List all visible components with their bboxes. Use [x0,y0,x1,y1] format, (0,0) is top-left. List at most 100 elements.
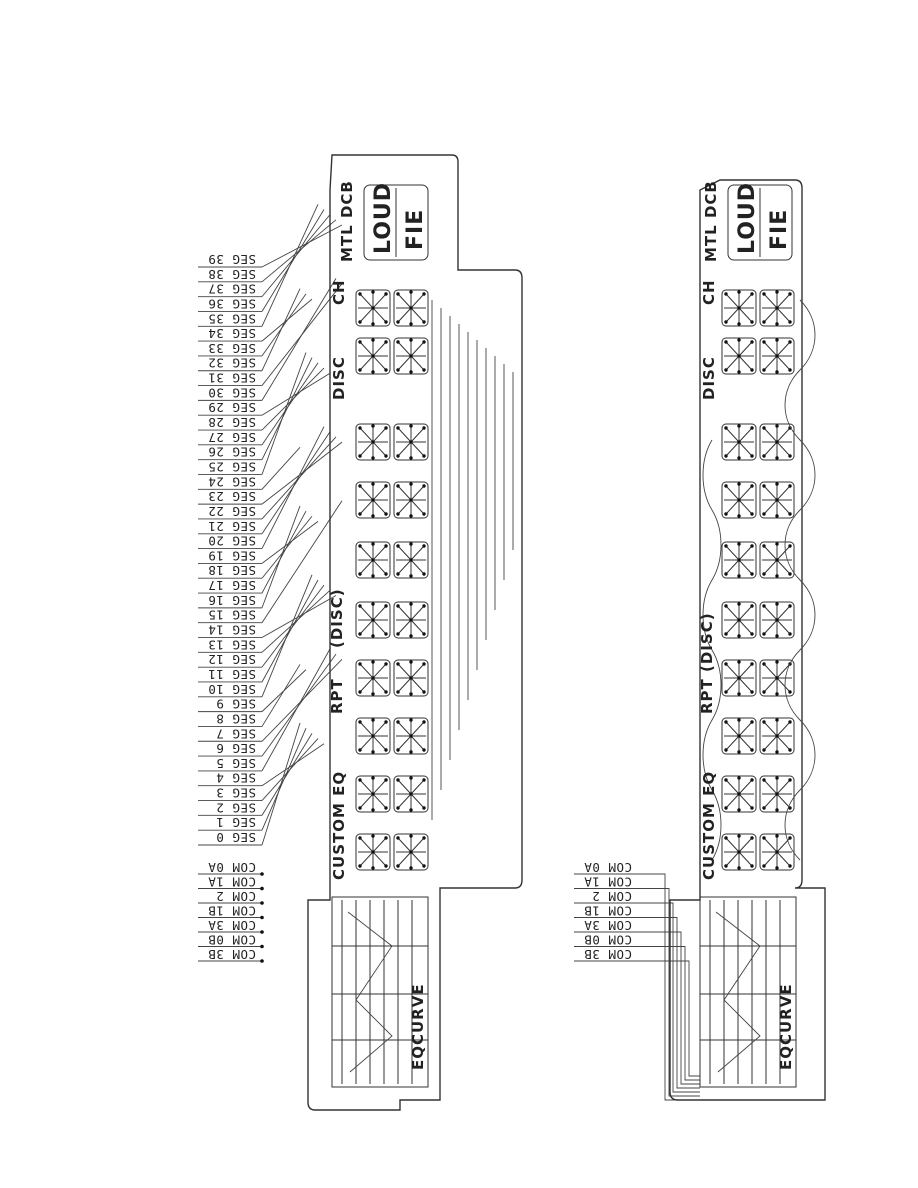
com-label: COM 0A [208,860,256,875]
left-rpt-label: RPT [328,678,346,714]
seg-lead-trace [261,521,319,564]
digit-cell [759,337,795,375]
seg-lead-trace [261,584,325,668]
com-terminal-dot [260,959,264,963]
digit-cell [393,289,429,327]
seg-label: SEG 31 [208,371,256,386]
seg-label: SEG 13 [208,637,256,652]
seg-label: SEG 22 [208,504,256,519]
seg-lead-trace [261,447,301,490]
seg-lead-trace [261,441,343,505]
digit-cell [759,601,795,639]
seg-lead-trace [261,669,307,712]
seg-label: SEG 10 [208,682,256,697]
seg-label: SEG 6 [216,741,256,756]
seg-lead-trace [261,733,313,816]
com-lead-trace [640,902,700,1093]
seg-label: SEG 18 [208,563,256,578]
seg-label: SEG 35 [208,311,256,326]
digit-cell [355,659,391,697]
seg-label: SEG 23 [208,489,256,504]
left-display-outline [307,154,523,1111]
seg-label: SEG 36 [208,296,256,311]
digit-cell [721,481,757,519]
digit-cell [721,833,757,871]
seg-lead-trace [261,653,337,757]
com-terminal-dot [260,944,264,949]
seg-label: SEG 26 [208,445,256,460]
com-label: COM 1A [584,875,632,890]
seg-label: SEG 11 [208,667,256,682]
com-lead-trace [640,960,700,1077]
seg-lead-trace [261,293,307,357]
right-custom-eq-label: CUSTOM EQ [700,771,718,880]
digit-cell [355,481,391,519]
seg-lead-trace [261,209,325,312]
right-eq-curve-block [699,896,797,1088]
digit-cell [759,541,795,579]
seg-lead-trace [261,590,331,653]
seg-label: SEG 3 [216,786,256,801]
com-label: COM 2 [216,889,256,904]
seg-lead-trace [261,431,331,535]
seg-label: SEG 20 [208,534,256,549]
seg-label: SEG 32 [208,356,256,371]
digit-cell [355,717,391,755]
seg-lead-trace [261,352,307,475]
digit-cell [721,541,757,579]
com-label: COM 0B [208,933,256,948]
right-eq-curve-shape [715,911,761,1073]
com-label: COM 0A [584,860,632,875]
digit-cell [355,601,391,639]
left-disc-label: DISC [330,356,348,400]
digit-cell [759,775,795,813]
left-loud-label: LOUD [371,182,396,254]
right-digit-rows [721,289,795,871]
com-label: COM 3A [584,918,632,933]
seg-label: SEG 9 [216,697,256,712]
digit-cell [393,423,429,461]
com-label: COM 1A [208,875,256,890]
seg-label: SEG 16 [208,593,256,608]
com-lead-trace [640,917,700,1089]
seg-label: SEG 7 [216,726,256,741]
seg-label: SEG 38 [208,267,256,282]
com-terminal-dot [260,930,264,934]
seg-lead-trace [261,595,337,638]
com-label: COM 1B [584,904,632,919]
com-label: COM 2 [592,889,632,904]
digit-cell [721,423,757,461]
com-terminal-dot [260,886,264,891]
left-eq-curve-rows [332,945,428,1041]
com-terminal-dot [260,915,264,920]
seg-label: SEG 4 [216,771,256,786]
seg-label: SEG 27 [208,430,256,445]
digit-cell [721,775,757,813]
digit-cell [721,337,757,375]
seg-label: SEG 39 [208,252,256,267]
digit-cell [759,717,795,755]
seg-label: SEG 25 [208,459,256,474]
digit-cell [759,833,795,871]
right-rpt-disc-label: RPT (DISC) [698,612,716,714]
right-display-outline [669,179,826,1101]
seg-lead-trace [261,219,337,283]
digit-cell [355,289,391,327]
seg-lead-trace [261,738,319,801]
left-ch-label: CH [330,279,348,305]
digit-cell [355,541,391,579]
digit-cell [393,541,429,579]
left-digit-rows [355,289,429,871]
seg-lead-trace [261,367,325,431]
seg-lead-trace [261,283,343,386]
left-eq-curve-columns [341,900,413,1084]
right-common-serpentine [784,299,816,861]
com-label: COM 3B [208,947,256,962]
seg-lead-trace [261,278,337,401]
com-lead-trace [640,946,700,1081]
